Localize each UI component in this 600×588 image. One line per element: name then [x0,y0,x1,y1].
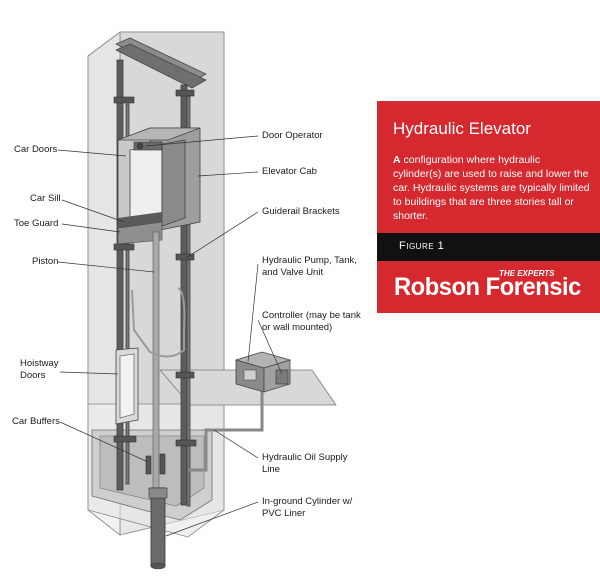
label-car-doors: Car Doors [14,144,58,155]
label-piston: Piston [32,256,59,267]
label-car-sill: Car Sill [30,193,61,204]
figure-label: Figure 1 [399,240,445,252]
label-controller: Controller (may be tank or wall mounted) [262,310,361,333]
hoistway-doors [115,347,139,425]
label-door-operator: Door Operator [262,130,323,141]
hydraulic-hose [131,287,186,358]
guiderail-brackets [113,89,197,447]
controller-box [275,369,289,385]
label-pump-unit: Hydraulic Pump, Tank, and Valve Unit [262,255,357,278]
info-panel: Hydraulic Elevator A configuration where… [377,101,600,313]
car-sill [118,212,162,228]
brand-tagline: THE EXPERTS [499,269,555,278]
leader-lines [57,135,283,537]
piston [152,231,160,489]
label-elevator-cab: Elevator Cab [262,166,317,177]
label-guiderail-brackets: Guiderail Brackets [262,206,340,217]
elevator-cab [117,127,201,233]
description-text: configuration where hydraulic cylinder(s… [393,154,590,222]
brand-logo: Robson Forensic [394,273,581,301]
toe-guard [117,221,163,245]
label-hoistway-doors: Hoistway Doors [20,358,59,381]
label-cylinder: In-ground Cylinder w/ PVC Liner [262,496,353,519]
in-ground-cylinder [148,487,168,570]
label-car-buffers: Car Buffers [12,416,60,427]
label-oil-supply: Hydraulic Oil Supply Line [262,452,348,475]
top-beam [115,37,207,89]
description-lead: A [393,154,401,166]
car-buffers [145,453,166,475]
label-toe-guard: Toe Guard [14,218,59,229]
panel-description: A configuration where hydraulic cylinder… [393,153,591,223]
figure-bar: Figure 1 [377,233,600,261]
panel-title: Hydraulic Elevator [393,119,531,138]
